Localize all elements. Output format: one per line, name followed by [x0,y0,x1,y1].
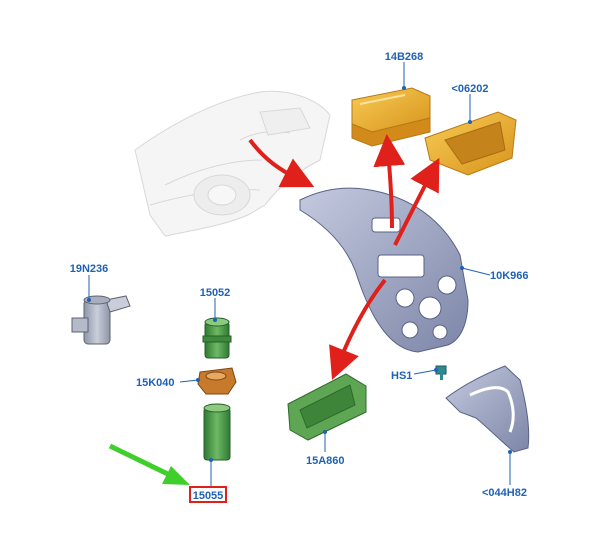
green-pointer-arrow [108,443,190,485]
label-10K966[interactable]: 10K966 [490,270,529,282]
part-19N236-shape [71,295,131,345]
label-044H82[interactable]: <044H82 [482,487,527,499]
flow-arrow-to-06202 [393,157,440,246]
flow-arrow-to-14B268 [373,134,406,229]
part-15K040-shape [197,367,237,395]
part-044H82-shape [445,365,530,453]
label-14B268[interactable]: 14B268 [385,51,424,63]
label-19N236[interactable]: 19N236 [70,263,109,275]
part-15A860-shape [287,373,367,441]
part-10K966-bezel-shape [299,187,469,353]
part-HS1-shape [435,365,447,380]
callout-leader-lines [87,62,512,487]
assembly-flow-arrows [248,134,440,380]
label-15052[interactable]: 15052 [200,287,231,299]
part-15055-shape [203,403,231,461]
part-callout-labels: 14B268 <06202 10K966 HS1 <044H82 15A860 … [70,51,529,502]
dashboard-ghost-outline [134,90,331,237]
part-15052-shape [202,317,232,359]
part-14B268-shape [351,87,431,147]
flow-arrow-dash-to-bezel [248,138,315,188]
highlight-box-15055 [189,486,227,503]
label-15055[interactable]: 15055 [193,490,224,502]
label-15K040[interactable]: 15K040 [136,377,175,389]
label-15A860[interactable]: 15A860 [306,455,345,467]
label-06202[interactable]: <06202 [451,83,488,95]
flow-arrow-to-15A860 [329,278,387,380]
label-HS1[interactable]: HS1 [391,370,412,382]
